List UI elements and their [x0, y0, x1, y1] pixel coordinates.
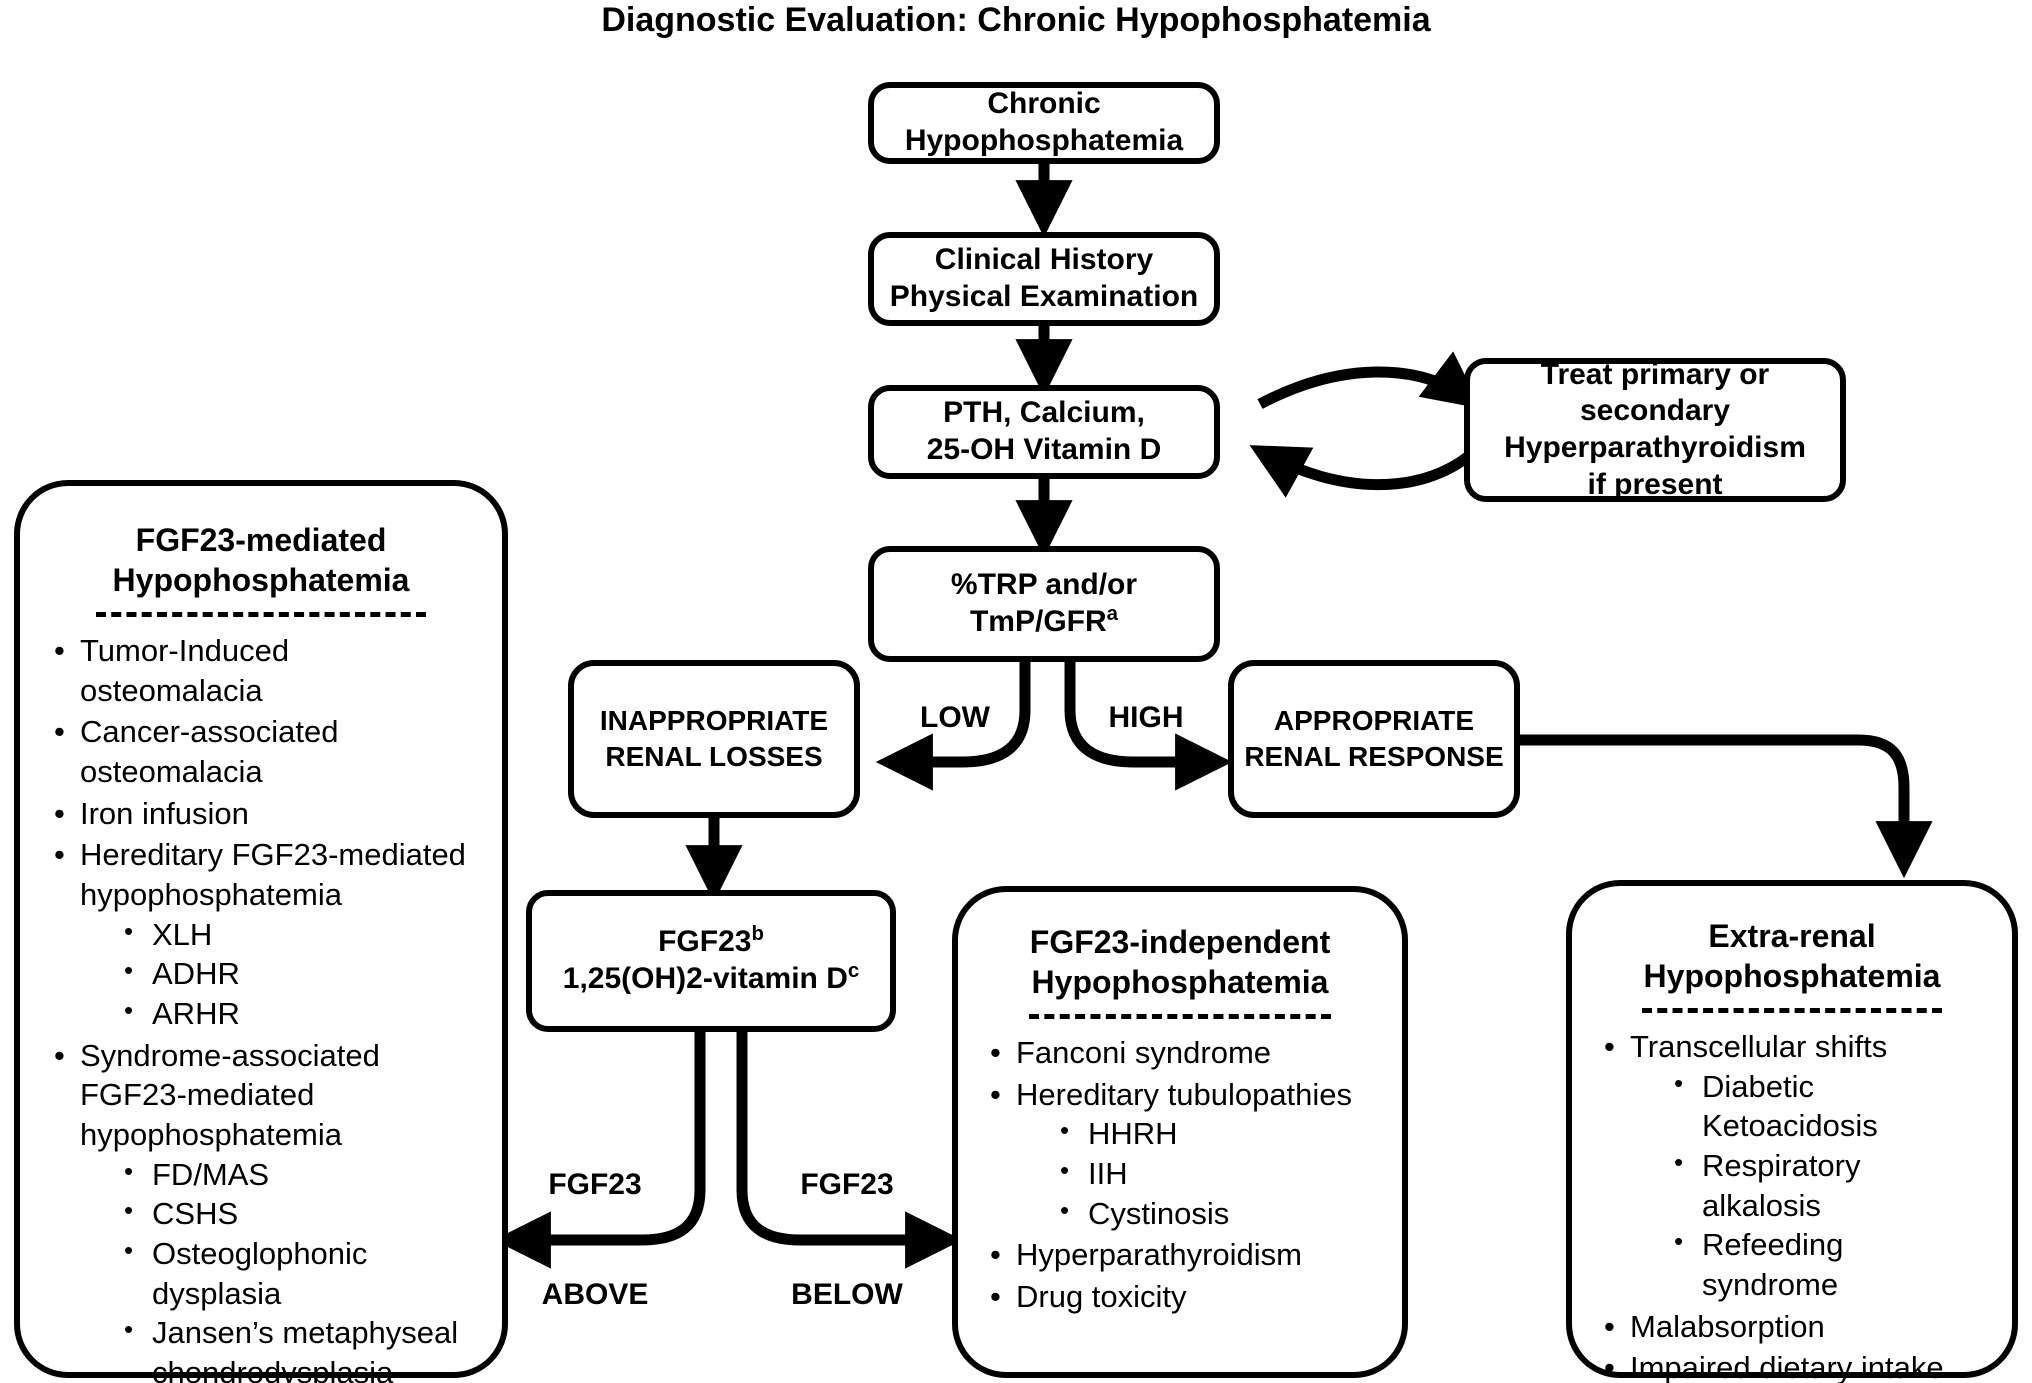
panel-extra-renal-title-line1: Extra-renal	[1708, 918, 1876, 954]
sublist-item: HHRH	[1058, 1114, 1374, 1154]
sublist-item: ADHR	[122, 954, 472, 994]
node-treat-hyperparathyroidism-line2: Hyperparathyroidism	[1504, 431, 1806, 464]
edge-label-low: LOW	[920, 701, 990, 734]
node-clinical-history-line2: Physical Examination	[889, 280, 1199, 313]
panel-extra-renal-list: Transcellular shifts Diabetic Ketoacidos…	[1600, 1027, 1984, 1383]
node-pth-calcium-vitd-line2: 25-OH Vitamin D	[926, 433, 1162, 466]
sublist-item: ARHR	[122, 994, 472, 1034]
page-title: Diagnostic Evaluation: Chronic Hypophosp…	[601, 1, 1431, 39]
list-item: Malabsorption	[1600, 1307, 1984, 1347]
panel-fgf23-independent-divider	[1028, 1014, 1332, 1019]
node-treat-hyperparathyroidism-line1: Treat primary or secondary	[1540, 357, 1770, 428]
sublist-item: Osteoglophonic dysplasia	[122, 1234, 472, 1313]
node-inappropriate-renal-losses-line1: INAPPROPRIATE	[599, 704, 829, 736]
node-trp-tmp-gfr-label: %TRP and/or TmP/GFR	[950, 568, 1138, 638]
sublist-item: IIH	[1058, 1154, 1374, 1194]
list-item-text: Hereditary tubulopathies	[1016, 1076, 1353, 1112]
panel-extra-renal[interactable]: Extra-renal Hypophosphatemia Transcellul…	[1566, 880, 2018, 1383]
sublist-item: FD/MAS	[122, 1155, 472, 1195]
list-item-text: Drug toxicity	[1016, 1279, 1187, 1315]
list-item: Hereditary FGF23-mediated hypophosphatem…	[50, 835, 472, 1033]
panel-fgf23-mediated-list: Tumor-Induced osteomalacia Cancer-associ…	[50, 631, 472, 1383]
node-fgf23-vitamin-d-test[interactable]: FGF23b 1,25(OH)2-vitamin Dc	[526, 890, 896, 1032]
edge-label-above-cutpoint-line1: FGF23	[548, 1168, 642, 1202]
sublist-item: CSHS	[122, 1194, 472, 1234]
node-chronic-hypophosphatemia-label: Chronic Hypophosphatemia	[904, 87, 1184, 157]
node-fgf23-test-line1-wrap: FGF23b	[658, 924, 764, 961]
list-item: Tumor-Induced osteomalacia	[50, 631, 472, 710]
list-item-text: Impaired dietary intake	[1630, 1350, 1944, 1383]
sublist-item: Jansen’s metaphyseal chondrodysplasia	[122, 1313, 472, 1383]
sublist: XLH ADHR ARHR	[80, 915, 472, 1034]
sublist-item: Cystinosis	[1058, 1194, 1374, 1234]
panel-fgf23-mediated-title-line1: FGF23-mediated	[135, 522, 387, 558]
panel-fgf23-mediated-title-line2: Hypophosphatemia	[112, 562, 410, 598]
edge-label-above-cutpoint: FGF23 ABOVE CUT-POINTd	[500, 1094, 690, 1383]
list-item: Hereditary tubulopathies HHRH IIH Cystin…	[986, 1075, 1374, 1234]
node-pth-calcium-vitd-line1: PTH, Calcium,	[943, 396, 1145, 430]
list-item-text: Tumor-Induced osteomalacia	[80, 633, 290, 708]
sublist-item: XLH	[122, 915, 472, 955]
node-clinical-history-line1: Clinical History	[934, 243, 1154, 277]
sublist-item: Refeeding syndrome	[1672, 1225, 1984, 1304]
node-fgf23-test-line2-superscript: c	[847, 960, 860, 982]
list-item-text: Transcellular shifts	[1630, 1029, 1888, 1064]
node-pth-calcium-vitd[interactable]: PTH, Calcium, 25-OH Vitamin D	[868, 385, 1220, 479]
list-item: Iron infusion	[50, 794, 472, 834]
list-item-text: Hyperparathyroidism	[1016, 1237, 1302, 1273]
panel-extra-renal-divider	[1642, 1008, 1942, 1013]
panel-fgf23-mediated[interactable]: FGF23-mediated Hypophosphatemia Tumor-In…	[14, 480, 508, 1383]
node-inappropriate-renal-losses-line2: RENAL LOSSES	[605, 741, 823, 772]
node-trp-tmp-gfr[interactable]: %TRP and/or TmP/GFRa	[868, 546, 1220, 662]
panel-fgf23-independent-title-line1: FGF23-independent	[1029, 924, 1331, 960]
list-item-text: Malabsorption	[1630, 1308, 1825, 1344]
panel-fgf23-mediated-divider	[96, 612, 426, 617]
edge-label-below-cutpoint-line1: FGF23	[800, 1168, 894, 1202]
panel-fgf23-independent-title-line2: Hypophosphatemia	[1031, 964, 1329, 1000]
list-item: Fanconi syndrome	[986, 1033, 1374, 1073]
sublist: FD/MAS CSHS Osteoglophonic dysplasia Jan…	[80, 1155, 472, 1383]
edge-label-above-cutpoint-line2: ABOVE	[541, 1277, 649, 1311]
edge-label-below-cutpoint: FGF23 BELOW CUT-POINTd	[752, 1094, 942, 1383]
panel-fgf23-independent[interactable]: FGF23-independent Hypophosphatemia Fanco…	[952, 886, 1408, 1378]
list-item: Impaired dietary intake	[1600, 1348, 1984, 1383]
node-inappropriate-renal-losses[interactable]: INAPPROPRIATE RENAL LOSSES	[568, 660, 860, 818]
connector-treat-to-labs	[1249, 445, 1474, 498]
sublist-item: Respiratory alkalosis	[1672, 1146, 1984, 1225]
list-item-text: Hereditary FGF23-mediated hypophosphatem…	[80, 837, 466, 913]
node-fgf23-test-line2-wrap: 1,25(OH)2-vitamin Dc	[563, 961, 859, 998]
node-treat-hyperparathyroidism[interactable]: Treat primary or secondary Hyperparathyr…	[1464, 358, 1846, 502]
edge-label-high: HIGH	[1108, 701, 1184, 734]
list-item: Cancer-associated osteomalacia	[50, 712, 472, 791]
list-item: Drug toxicity	[986, 1277, 1374, 1317]
list-item-text: Syndrome-associated FGF23-mediated hypop…	[80, 1037, 380, 1153]
edge-label-below-cutpoint-line2: BELOW	[791, 1277, 903, 1311]
node-chronic-hypophosphatemia[interactable]: Chronic Hypophosphatemia	[868, 82, 1220, 164]
list-item: Syndrome-associated FGF23-mediated hypop…	[50, 1036, 472, 1383]
panel-fgf23-independent-list: Fanconi syndrome Hereditary tubulopathie…	[986, 1033, 1374, 1319]
node-fgf23-test-line2: 1,25(OH)2-vitamin D	[562, 962, 848, 995]
node-trp-tmp-gfr-label-wrap: %TRP and/or TmP/GFRa	[874, 567, 1214, 640]
node-trp-tmp-gfr-superscript: a	[1106, 603, 1118, 625]
list-item: Hyperparathyroidism	[986, 1235, 1374, 1275]
node-appropriate-renal-response[interactable]: APPROPRIATE RENAL RESPONSE	[1228, 660, 1520, 818]
node-fgf23-test-line1-superscript: b	[751, 923, 764, 946]
list-item-text: Fanconi syndrome	[1016, 1035, 1272, 1070]
node-clinical-history[interactable]: Clinical History Physical Examination	[868, 232, 1220, 326]
panel-extra-renal-title-line2: Hypophosphatemia	[1643, 958, 1941, 994]
node-appropriate-renal-response-line2: RENAL RESPONSE	[1244, 741, 1504, 772]
node-appropriate-renal-response-line1: APPROPRIATE	[1273, 704, 1475, 736]
sublist-item: Diabetic Ketoacidosis	[1672, 1067, 1984, 1146]
node-fgf23-test-line1: FGF23	[658, 925, 752, 959]
connector-labs-to-treat	[1257, 351, 1482, 409]
node-treat-hyperparathyroidism-line3: if present	[1587, 467, 1723, 501]
sublist: Diabetic Ketoacidosis Respiratory alkalo…	[1630, 1067, 1984, 1305]
list-item: Transcellular shifts Diabetic Ketoacidos…	[1600, 1027, 1984, 1305]
list-item-text: Cancer-associated osteomalacia	[80, 714, 339, 790]
sublist: HHRH IIH Cystinosis	[1016, 1114, 1374, 1233]
list-item-text: Iron infusion	[80, 795, 249, 831]
